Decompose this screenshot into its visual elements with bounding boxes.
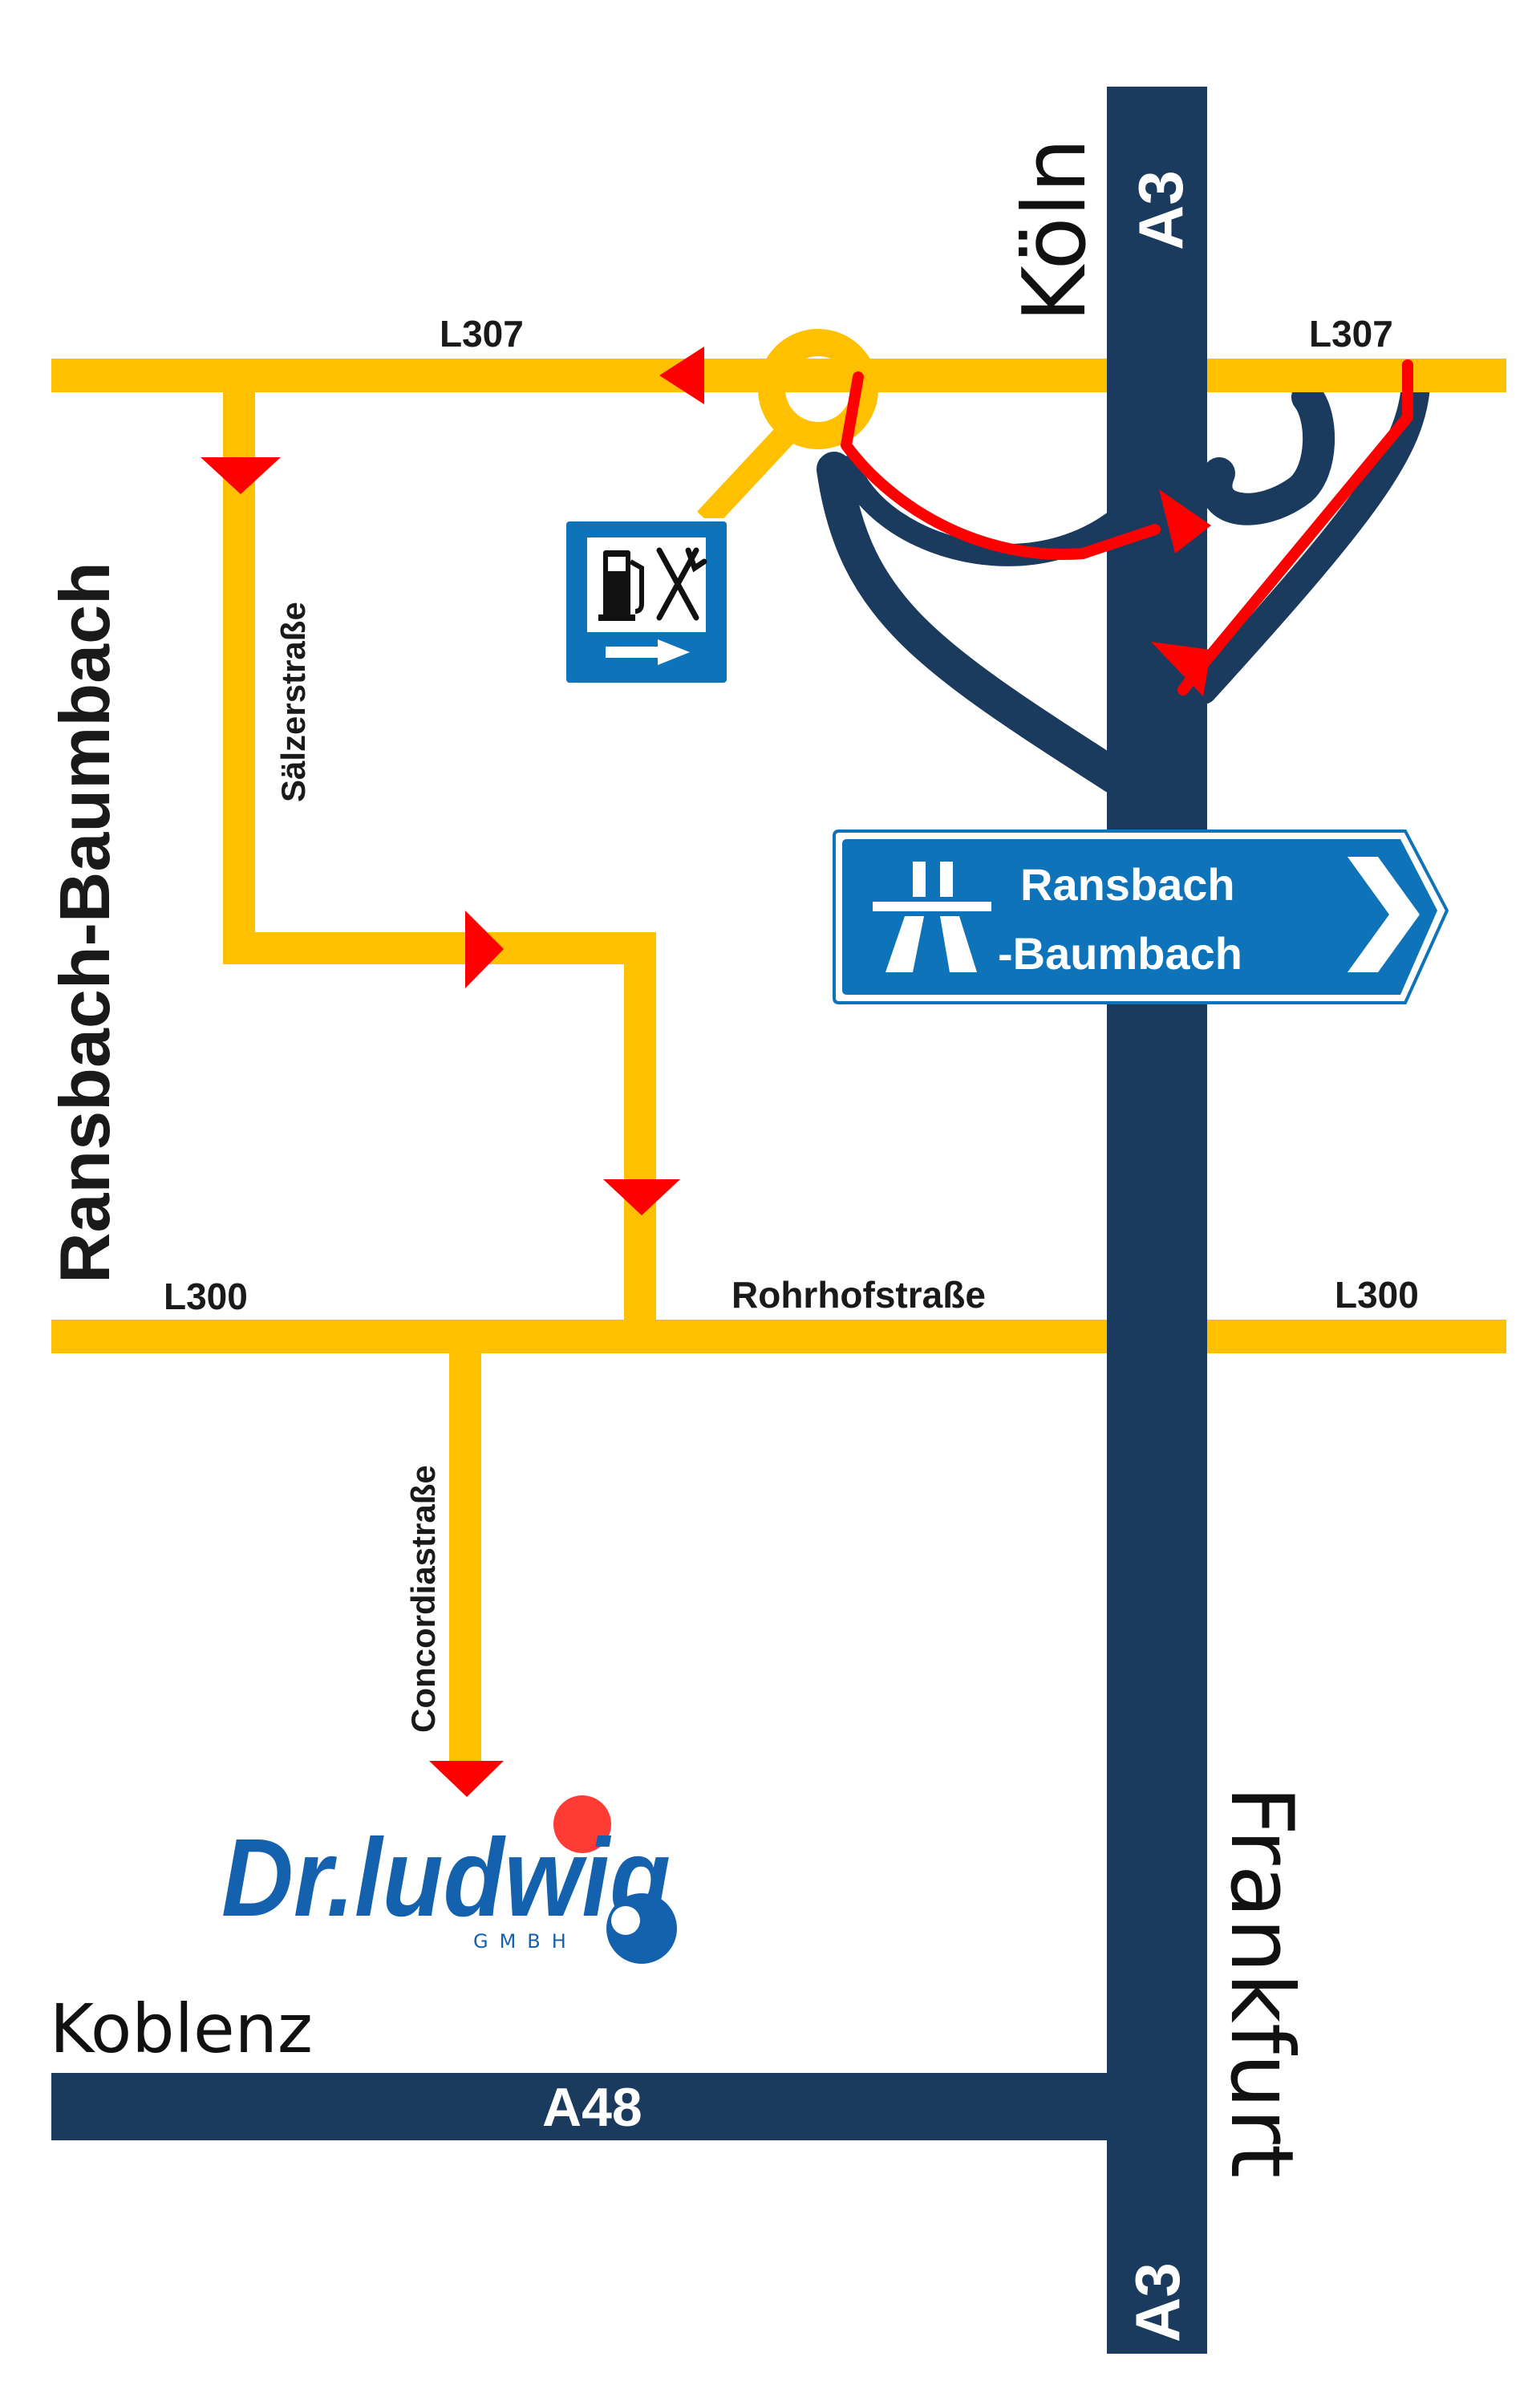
arrow-down-mid <box>603 1179 680 1215</box>
slip-road-loop <box>1200 381 1335 525</box>
route-arrows <box>201 347 1211 1797</box>
motorway-a3 <box>1107 87 1207 2354</box>
motorway-a48 <box>51 2073 1207 2140</box>
route-main <box>1177 359 1413 696</box>
label-a3-bottom: A3 <box>1122 2262 1193 2342</box>
arrow-ramp-exit <box>1159 489 1211 554</box>
fuel-pump-icon <box>598 550 644 621</box>
arrow-east <box>465 911 504 988</box>
exit-sign-line1: Ransbach <box>1020 859 1235 910</box>
label-koblenz: Koblenz <box>50 1989 313 2068</box>
secondary-roads <box>51 329 1506 1777</box>
logo-red-dot <box>553 1795 611 1853</box>
label-a48: A48 <box>542 2077 642 2138</box>
label-a3-top: A3 <box>1125 170 1196 250</box>
label-l300-right: L300 <box>1335 1274 1419 1316</box>
road-service-spur <box>697 416 803 529</box>
route-roundabout-loop <box>841 371 1161 560</box>
label-ransbach-baumbach: Ransbach-Baumbach <box>45 562 124 1284</box>
chevron-right-icon <box>1348 857 1420 972</box>
fork-knife-icon <box>656 547 707 621</box>
label-l307-right: L307 <box>1309 313 1393 355</box>
company-logo: Dr.ludwig GMBH <box>221 1795 677 1964</box>
label-l307-left: L307 <box>440 313 524 355</box>
label-concordiastrasse: Concordiastraße <box>404 1465 442 1733</box>
label-saelzerstrasse: Sälzerstraße <box>274 602 312 802</box>
road-saelzerstrasse <box>223 375 656 1336</box>
label-l300-left: L300 <box>164 1276 248 1317</box>
arrow-right-icon <box>606 639 690 665</box>
arrow-ramp-down <box>1151 642 1211 696</box>
label-frankfurt: Frankfurt <box>1211 1786 1311 2178</box>
logo-subtext: GMBH <box>473 1930 578 1953</box>
arrow-down-concordia <box>429 1761 504 1797</box>
label-rohrhofstrasse: Rohrhofstraße <box>732 1274 986 1316</box>
arrow-down-saelzer <box>201 457 281 494</box>
logo-text: Dr.ludwig <box>221 1816 671 1940</box>
label-koeln: Köln <box>1005 138 1105 322</box>
route-line <box>841 359 1413 696</box>
exit-sign-line2: -Baumbach <box>998 928 1242 979</box>
roundabout <box>758 329 878 449</box>
motorway-icon <box>873 862 991 972</box>
service-area-sign <box>563 518 730 686</box>
exit-sign: Ransbach -Baumbach <box>833 829 1449 1004</box>
slip-road-outer <box>817 452 1133 794</box>
arrow-west <box>659 347 704 404</box>
slip-road-inner <box>837 456 1158 566</box>
